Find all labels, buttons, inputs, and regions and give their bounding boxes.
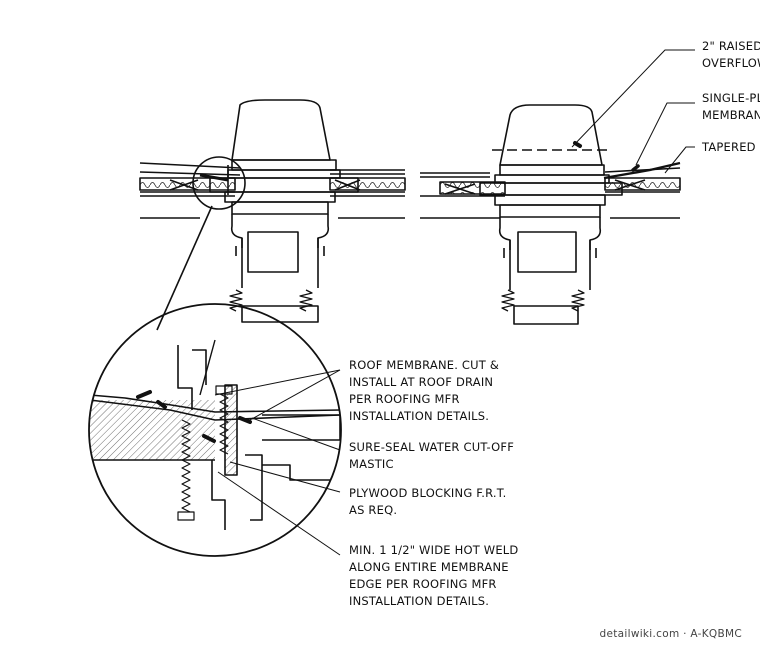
- callout-line: MIN. 1 1/2" WIDE HOT WELD: [349, 543, 519, 557]
- callout-raised-overflow: 2" RAISED OVERFLOW: [702, 38, 760, 72]
- leader-lines: [214, 49, 695, 556]
- watermark: detailwiki.com · A-KQBMC: [599, 628, 742, 640]
- callout-line: EDGE PER ROOFING MFR: [349, 577, 497, 591]
- callout-roof-membrane: ROOF MEMBRANE. CUT & INSTALL AT ROOF DRA…: [349, 357, 499, 425]
- callout-line: MEMBRAN: [702, 108, 760, 122]
- enlarged-detail-circle: [88, 303, 342, 557]
- callout-tapered-insulation: TAPERED I: [702, 139, 760, 156]
- callout-line: MASTIC: [349, 457, 394, 471]
- callout-line: AS REQ.: [349, 503, 398, 517]
- callout-line: INSTALL AT ROOF DRAIN: [349, 375, 494, 389]
- callout-line: SINGLE-PL: [702, 91, 760, 105]
- callout-line: ROOF MEMBRANE. CUT &: [349, 358, 500, 372]
- callout-sure-seal-mastic: SURE-SEAL WATER CUT-OFF MASTIC: [349, 439, 514, 473]
- callout-line: INSTALLATION DETAILS.: [349, 409, 490, 423]
- callout-line: 2" RAISED: [702, 39, 760, 53]
- left-roof-drain: [139, 99, 406, 331]
- callout-hot-weld: MIN. 1 1/2" WIDE HOT WELD ALONG ENTIRE M…: [349, 542, 518, 610]
- callout-single-ply-membrane: SINGLE-PL MEMBRAN: [702, 90, 760, 124]
- callout-line: OVERFLOW: [702, 56, 760, 70]
- callout-line: ALONG ENTIRE MEMBRANE: [349, 560, 509, 574]
- callout-line: PLYWOOD BLOCKING F.R.T.: [349, 486, 507, 500]
- callout-plywood-blocking: PLYWOOD BLOCKING F.R.T. AS REQ.: [349, 485, 506, 519]
- callout-line: PER ROOFING MFR: [349, 392, 460, 406]
- right-roof-drain: [420, 104, 681, 325]
- callout-line: TAPERED I: [702, 140, 760, 154]
- callout-line: SURE-SEAL WATER CUT-OFF: [349, 440, 515, 454]
- callout-line: INSTALLATION DETAILS.: [349, 594, 490, 608]
